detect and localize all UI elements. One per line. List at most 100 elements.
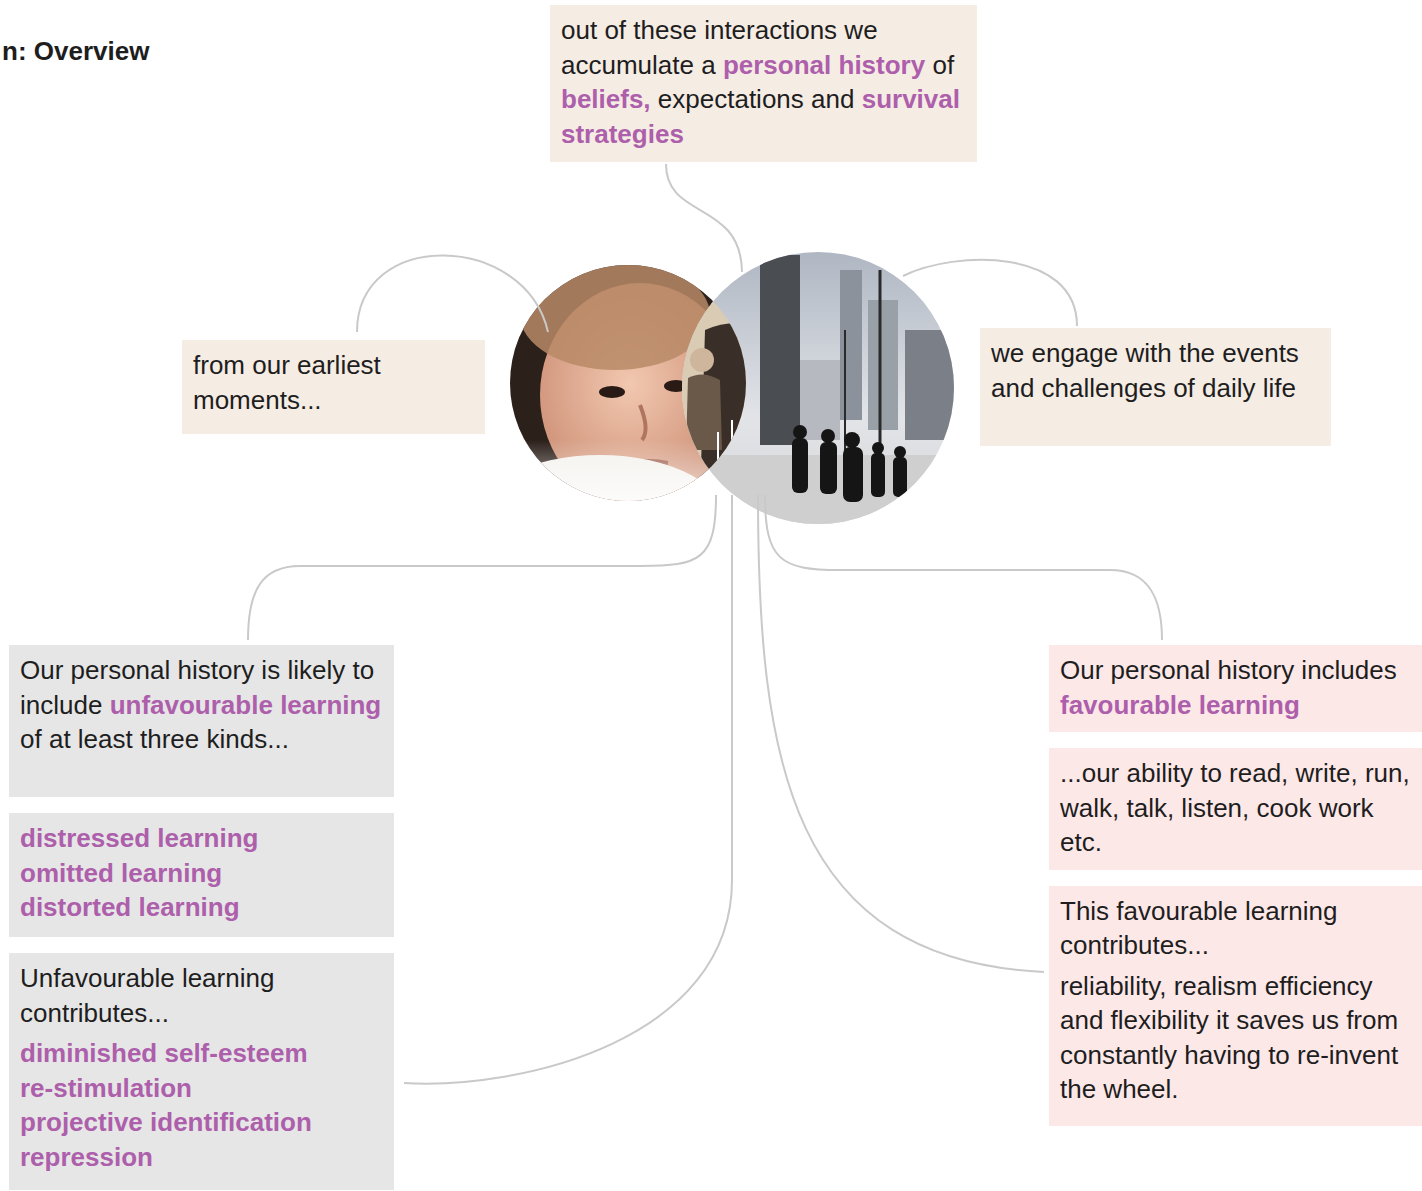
pedestrian xyxy=(844,432,860,448)
leader-line xyxy=(717,432,719,495)
text-run: includes xyxy=(1301,655,1396,685)
pedestrian xyxy=(843,447,863,502)
text-run: these xyxy=(633,15,697,45)
box-text-item: reliability, realism efficiency and flex… xyxy=(1060,969,1412,1107)
city-photo xyxy=(680,250,960,535)
note-box: out of these interactions we accumulate … xyxy=(550,5,977,162)
child-head xyxy=(690,348,714,372)
text-run: out xyxy=(561,15,597,45)
street-lamp xyxy=(879,270,882,470)
text-run: Our xyxy=(20,655,63,685)
unfavourable-list: distressed learningomitted learningdisto… xyxy=(9,813,394,937)
building xyxy=(905,330,955,440)
text-run: of xyxy=(932,50,954,80)
text-run: unfavourable xyxy=(110,690,273,720)
text-run: at xyxy=(49,724,71,754)
family-photo xyxy=(680,250,780,520)
family-photo xyxy=(680,250,780,520)
note-box: from our earliest moments... xyxy=(182,340,485,434)
box-text: Unfavourable learning contributes... xyxy=(20,961,384,1030)
text-run: favourable xyxy=(1060,690,1192,720)
pedestrians xyxy=(792,425,907,502)
box-text: Our personal history is likely to includ… xyxy=(20,653,384,757)
leader-line xyxy=(666,164,742,272)
text-run: history xyxy=(1218,655,1295,685)
baby-eye xyxy=(599,386,625,398)
leader-line xyxy=(903,260,1077,326)
text-run: to xyxy=(352,655,374,685)
pedestrian xyxy=(792,438,808,493)
box-text: we engage with the events and challenges… xyxy=(991,336,1321,405)
box-text: ...our ability to read, write, run, walk… xyxy=(1060,756,1412,860)
note-box: we engage with the events and challenges… xyxy=(980,328,1331,446)
baby-nose xyxy=(640,405,646,440)
text-run: least xyxy=(78,724,133,754)
text-run: a xyxy=(701,50,715,80)
box-text: Our personal history includes favourable… xyxy=(1060,653,1412,722)
page-title: n: Overview xyxy=(2,34,149,68)
pedestrian xyxy=(793,425,807,439)
box-text: from our earliest moments... xyxy=(193,348,475,417)
leader-lines xyxy=(248,164,1162,1084)
city-sky xyxy=(680,250,960,530)
text-run: survival xyxy=(862,84,960,114)
man-head xyxy=(722,284,754,316)
unfavourable-box: Our personal history is likely to includ… xyxy=(9,645,394,797)
text-run: expectations xyxy=(658,84,804,114)
box-text-item: omitted learning xyxy=(20,856,384,891)
box-text: distressed learning xyxy=(20,821,384,856)
unfavourable-box: Unfavourable learning contributes... dimi… xyxy=(9,953,394,1190)
building xyxy=(760,255,800,445)
leader-line xyxy=(404,495,732,1084)
text-run: we xyxy=(844,15,877,45)
text-run: kinds... xyxy=(207,724,289,754)
box-text-item: re-stimulation xyxy=(20,1071,384,1106)
photo-ground xyxy=(680,250,760,520)
text-run: accumulate xyxy=(561,50,694,80)
leader-line xyxy=(758,495,1044,972)
leader-line xyxy=(745,445,747,495)
text-run: history xyxy=(839,50,926,80)
box-text-item: diminished self-esteem xyxy=(20,1036,384,1071)
favourable-box: This favourable learning contributes...r… xyxy=(1049,886,1422,1126)
favourable-box: ...our ability to read, write, run, walk… xyxy=(1049,748,1422,870)
leader-line xyxy=(731,420,733,495)
leader-line xyxy=(765,495,1162,640)
pedestrian xyxy=(821,429,835,443)
pedestrian xyxy=(893,457,907,497)
text-run: strategies xyxy=(561,119,684,149)
text-run: of xyxy=(20,724,42,754)
pedestrian xyxy=(872,442,884,454)
text-run: learning xyxy=(1199,690,1300,720)
text-run: personal xyxy=(723,50,831,80)
leader-line xyxy=(357,255,548,332)
text-run: learning xyxy=(280,690,381,720)
pedestrian xyxy=(820,442,837,494)
leader-line xyxy=(248,495,716,640)
box-text-item: distorted learning xyxy=(20,890,384,925)
text-run: is xyxy=(261,655,280,685)
text-run: three xyxy=(140,724,199,754)
box-text-item: projective identification xyxy=(20,1105,384,1140)
text-run: interactions xyxy=(704,15,837,45)
child-body xyxy=(686,374,722,450)
text-run: history xyxy=(178,655,255,685)
favourable-box: Our personal history includes favourable… xyxy=(1049,645,1422,732)
box-text: out of these interactions we accumulate … xyxy=(561,13,967,151)
pedestrian xyxy=(871,453,885,497)
text-run: beliefs, xyxy=(561,84,651,114)
box-text: This favourable learning contributes... xyxy=(1060,894,1412,963)
building xyxy=(800,360,840,440)
text-run: and xyxy=(811,84,854,114)
building xyxy=(868,300,898,430)
text-run: of xyxy=(604,15,626,45)
baby-hair xyxy=(520,260,710,370)
text-run: personal xyxy=(1111,655,1211,685)
text-run: Our xyxy=(1060,655,1103,685)
pedestrian xyxy=(894,446,906,458)
box-text-item: repression xyxy=(20,1140,384,1175)
text-run: include xyxy=(20,690,102,720)
building xyxy=(840,270,862,420)
text-run: personal xyxy=(71,655,171,685)
